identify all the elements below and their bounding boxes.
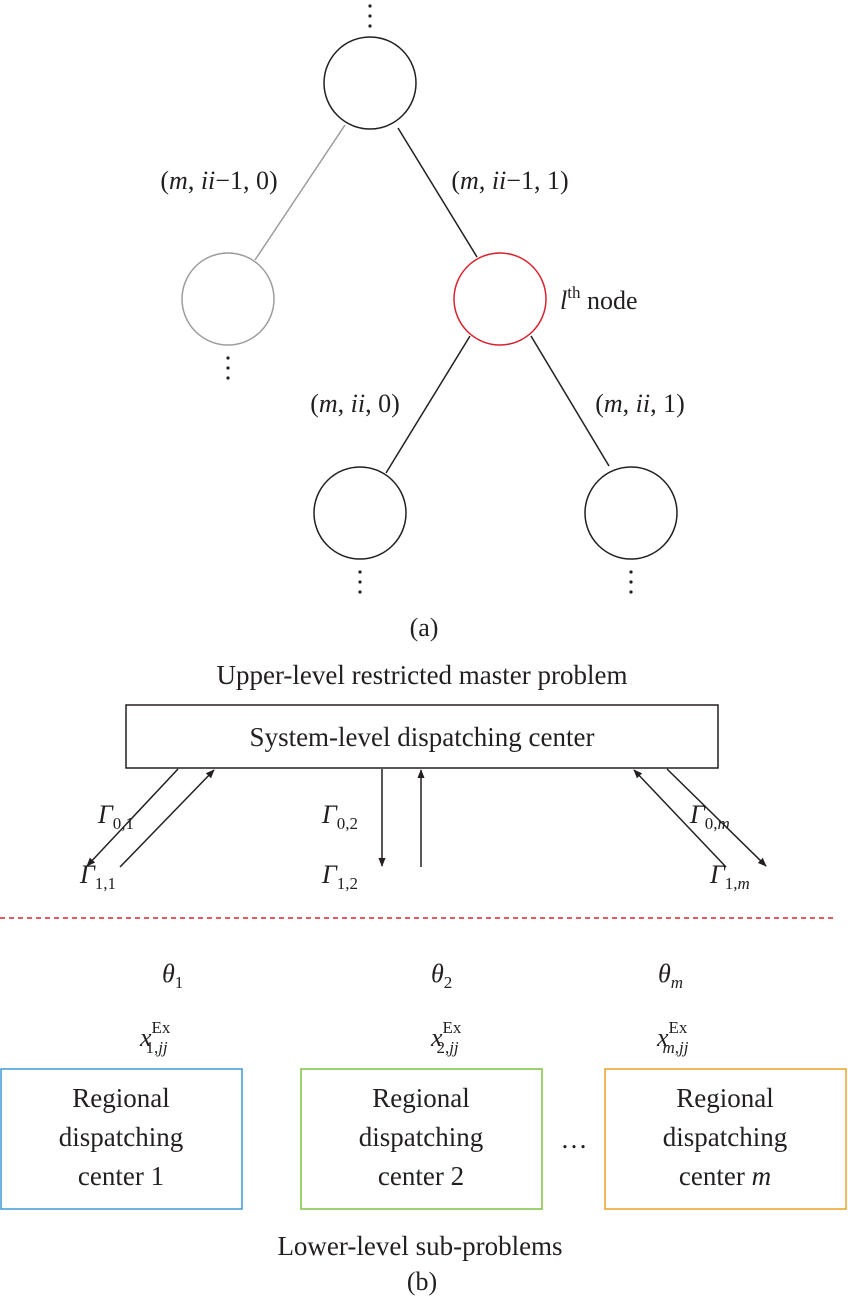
ellipsis-top	[368, 4, 372, 28]
arrow-down-m	[666, 768, 767, 867]
edge-root-left	[254, 124, 346, 261]
ellipsis-bottom-left	[358, 570, 362, 594]
tree-node-pruned	[181, 252, 275, 346]
tree-root-node	[323, 36, 417, 130]
theta-1: θ1	[162, 959, 183, 992]
regional-center-m-line3: center m	[679, 1161, 771, 1191]
regional-center-2-line2: dispatching	[359, 1122, 483, 1152]
gamma-0-1: Γ0,1	[97, 800, 134, 833]
node-l-label: lth node	[560, 283, 638, 315]
regional-center-1-line2: dispatching	[59, 1122, 183, 1152]
tree-node-child-left	[313, 466, 407, 560]
edge-label-left-bottom: (m, ii, 0)	[310, 389, 400, 418]
theta-2: θ2	[431, 959, 452, 992]
regional-center-2-box	[300, 1068, 543, 1210]
regional-center-1: Regional dispatching center 1	[0, 1068, 243, 1210]
gamma-1-1: Γ1,1	[79, 860, 116, 893]
gamma-1-m: Γ1,m	[709, 860, 750, 893]
regional-center-2: Regional dispatching center 2	[300, 1068, 543, 1210]
dispatching-hierarchy: Upper-level restricted master problem Sy…	[0, 660, 847, 1296]
gamma-0-m: Γ0,m	[689, 800, 730, 833]
gamma-1-2: Γ1,2	[321, 860, 358, 893]
caption-b: (b)	[407, 1267, 437, 1296]
lower-level-title: Lower-level sub-problems	[277, 1231, 562, 1261]
arrows	[86, 768, 767, 868]
regional-center-m-box	[604, 1068, 847, 1210]
regional-center-2-line3: center 2	[378, 1161, 464, 1191]
caption-a: (a)	[410, 613, 439, 642]
regional-center-2-line1: Regional	[372, 1083, 469, 1113]
edge-label-left-top: (m, ii−1, 0)	[160, 166, 277, 195]
arrow-down-1	[86, 768, 179, 867]
regional-center-1-line3: center 1	[78, 1161, 164, 1191]
upper-level-title: Upper-level restricted master problem	[216, 660, 627, 690]
theta-m: θm	[658, 959, 683, 992]
arrow-up-1	[119, 769, 215, 868]
branch-tree: (m, ii−1, 0) (m, ii−1, 1) (m, ii, 0) (m,…	[160, 4, 685, 642]
edge-node-l-right	[530, 335, 610, 467]
tree-node-child-right	[584, 466, 678, 560]
system-level-center-label: System-level dispatching center	[250, 722, 595, 752]
system-level-center-box	[125, 704, 719, 769]
regional-center-m: Regional dispatching center m	[604, 1068, 847, 1210]
regional-center-m-line2: dispatching	[663, 1122, 787, 1152]
ellipsis-gray-node	[226, 356, 230, 380]
ellipsis-bottom-right	[629, 570, 633, 594]
edge-root-right	[397, 127, 478, 258]
gamma-0-2: Γ0,2	[321, 800, 358, 833]
regional-center-m-line1: Regional	[676, 1083, 773, 1113]
edge-node-l-left	[385, 335, 471, 474]
edge-label-right-bottom: (m, ii, 1)	[595, 389, 685, 418]
regional-center-1-line1: Regional	[72, 1083, 169, 1113]
regions-ellipsis: …	[561, 1124, 588, 1154]
edge-label-right-top: (m, ii−1, 1)	[451, 166, 568, 195]
regional-center-1-box	[0, 1068, 243, 1210]
arrow-up-m	[633, 769, 727, 868]
tree-node-l	[453, 252, 547, 346]
